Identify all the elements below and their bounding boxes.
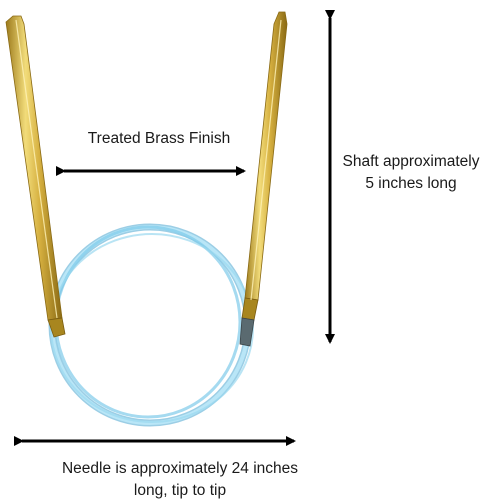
needle-length-label: Needle is approximately 24 inches long, … [0, 458, 360, 502]
right-needle [239, 11, 288, 347]
shaft-length-line1: Shaft approximately [342, 153, 480, 170]
shaft-length-line2: 5 inches long [365, 175, 457, 192]
brass-finish-text: Treated Brass Finish [87, 130, 231, 147]
cable-loop [48, 223, 254, 427]
needle-length-line2: long, tip to tip [133, 482, 227, 499]
needle-length-line1: Needle is approximately 24 inches [61, 460, 299, 477]
shaft-length-label: Shaft approximately 5 inches long [328, 151, 494, 195]
brass-finish-label: Treated Brass Finish [64, 128, 254, 150]
left-needle [5, 15, 66, 338]
